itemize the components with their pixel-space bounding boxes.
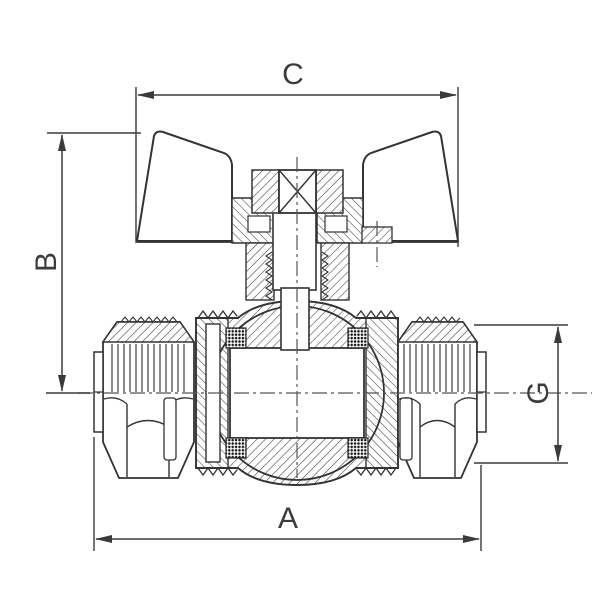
handle-right-wing [362, 130, 460, 242]
bonnet-flange-left-notch [247, 215, 271, 233]
handle-hub-right [315, 169, 344, 214]
dimension-label-g: G [522, 381, 555, 404]
stem-lower [280, 287, 310, 351]
bonnet-thread-left [265, 251, 273, 301]
dimension-a: A [93, 437, 482, 551]
arrowhead-right [440, 91, 457, 99]
body-outline [195, 300, 399, 486]
hex-arc [103, 397, 128, 405]
arrowhead-left [95, 535, 112, 543]
seat-seal-top-right [347, 327, 369, 349]
handle-left-wing [135, 130, 233, 242]
seat-seal-bottom-left [225, 437, 247, 459]
serration-top-right [356, 309, 397, 320]
arrowhead-up [554, 326, 562, 343]
serration-bottom-right [356, 466, 397, 477]
right-nut-cap-hatch [396, 321, 479, 343]
arrowhead-right [463, 535, 480, 543]
right-nut-liner-strip [399, 397, 413, 461]
dimension-g: G [474, 324, 568, 464]
arrowhead-up [58, 134, 66, 151]
stem-upper [272, 211, 317, 291]
serration-top-left [197, 309, 238, 320]
left-nut-cap-hatch [101, 321, 196, 343]
dimension-label-a: A [278, 502, 298, 535]
left-nut-liner-strip [163, 397, 177, 461]
hex-arc [454, 397, 477, 405]
handle-hub-left [251, 169, 280, 214]
dimension-b: B [30, 132, 141, 394]
centerlines [78, 157, 592, 478]
bonnet-flange-right-notch [324, 215, 348, 233]
right-nut-threads [403, 344, 471, 392]
right-nut-knurl [415, 316, 461, 323]
right-compression-nut [396, 316, 479, 479]
bonnet-lower-left [245, 242, 275, 301]
left-nut-threads [111, 344, 185, 392]
left-nut-knurl [120, 316, 178, 323]
left-compression-nut [101, 316, 196, 479]
dimension-c: C [135, 58, 459, 247]
hex-arc [419, 419, 456, 428]
serration-bottom-left [197, 466, 238, 477]
arrowhead-left [137, 91, 154, 99]
bonnet-lower-right [320, 242, 350, 301]
dimension-label-c: C [282, 58, 304, 91]
seat-seal-top-left [225, 327, 247, 349]
arrowhead-down [58, 375, 66, 392]
dimension-label-b: B [30, 252, 63, 272]
seat-seal-bottom-right [347, 437, 369, 459]
bonnet-thread-right [321, 251, 329, 301]
arrowhead-down [554, 445, 562, 462]
